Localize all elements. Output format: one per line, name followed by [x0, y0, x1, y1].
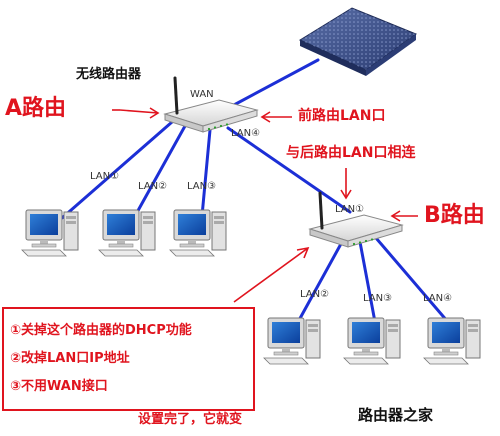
settings-notes-box: ①关掉这个路由器的DHCP功能 ②改掉LAN口IP地址 ③不用WAN接口 [2, 307, 255, 411]
router-b-lan2-label: LAN② [300, 289, 330, 300]
note-no-wan: ③不用WAN接口 [10, 379, 108, 394]
note-disable-dhcp: ①关掉这个路由器的DHCP功能 [10, 323, 192, 338]
router-b-lan1-label: LAN① [335, 204, 365, 215]
router-b-to-pc6-link [374, 236, 450, 324]
pc-1 [21, 209, 79, 257]
router-a-lan4-label: LAN④ [231, 128, 261, 139]
watermark: 路由器之家 [355, 403, 437, 426]
router-b-to-pc4-link [296, 240, 344, 324]
wan-port-label: WAN [190, 89, 214, 100]
router-a-to-pc1-link [60, 120, 174, 220]
router-b-to-pc5-link [358, 240, 377, 324]
router-a-label: A路由 [5, 96, 67, 121]
pc-5 [343, 317, 401, 365]
pc-3 [169, 209, 227, 257]
router-b-label: B路由 [424, 203, 485, 228]
router-b-lan3-label: LAN③ [363, 293, 393, 304]
footer-caption: 设置完了，它就变 [138, 412, 243, 427]
pointer-arrows [112, 107, 418, 303]
router-a-to-b-link [226, 126, 352, 214]
note-change-lan-ip: ②改掉LAN口IP地址 [10, 351, 130, 366]
modem [298, 7, 418, 76]
arrow-router-a [119, 109, 159, 114]
arrow-notes [233, 247, 309, 303]
connect-rear-lan-label: 与后路由LAN口相连 [286, 145, 416, 161]
connection-lines [60, 58, 450, 324]
router-a-lan3-label: LAN③ [187, 181, 217, 192]
router-a-to-pc3-link [200, 128, 212, 218]
pc-6 [423, 317, 481, 365]
pc-2 [98, 209, 156, 257]
front-router-lan-label: 前路由LAN口 [298, 108, 386, 124]
router-b [308, 191, 404, 249]
pc-4 [263, 317, 321, 365]
router-a-lan2-label: LAN② [138, 181, 168, 192]
router-a-to-pc2-link [133, 124, 187, 218]
wireless-router-label: 无线路由器 [76, 67, 142, 82]
router-b-lan4-label: LAN④ [423, 293, 453, 304]
wan-link [230, 58, 320, 108]
router-a [163, 76, 259, 134]
router-a-lan1-label: LAN① [90, 171, 120, 182]
